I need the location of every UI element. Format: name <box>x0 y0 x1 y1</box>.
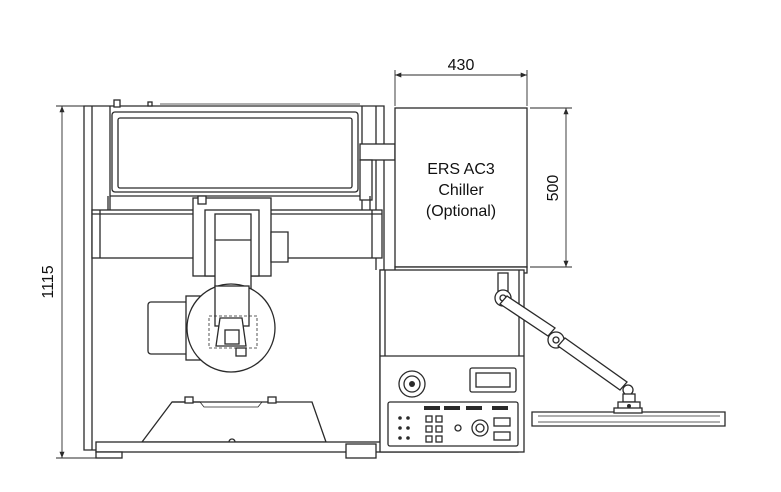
rotary-head <box>186 283 276 373</box>
chiller-label-line2: Chiller <box>438 182 484 199</box>
dimension-height: 1115 <box>40 105 112 459</box>
spindle-column <box>192 195 289 295</box>
depth-label: 500 <box>545 175 562 202</box>
height-label: 1115 <box>40 265 57 298</box>
small-display <box>469 367 517 393</box>
control-panel <box>387 401 519 447</box>
chiller-label-line1: ERS AC3 <box>427 161 495 178</box>
dimension-width: 430 <box>394 57 528 106</box>
monitor-arm <box>494 272 641 411</box>
dimension-depth: 500 <box>530 107 572 268</box>
chiller-unit: ERS AC3 Chiller (Optional) <box>394 107 528 274</box>
power-knob <box>398 370 426 398</box>
work-tray <box>140 396 327 446</box>
width-label: 430 <box>448 57 475 74</box>
keyboard-tray <box>531 407 726 427</box>
chiller-connector <box>359 143 396 201</box>
chiller-label-line3: (Optional) <box>426 203 496 220</box>
monitor-panel <box>110 111 362 197</box>
